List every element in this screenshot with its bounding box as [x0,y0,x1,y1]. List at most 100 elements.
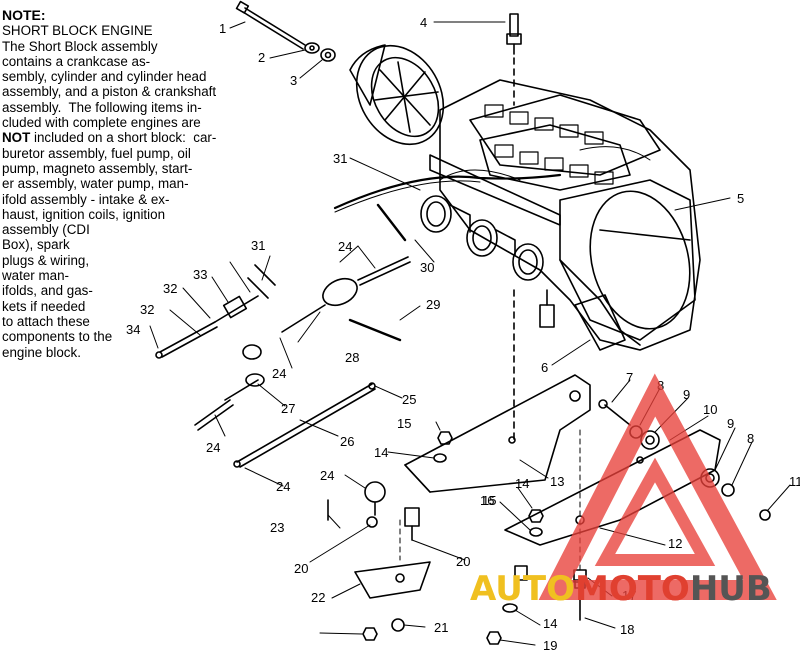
part-24-hose-a [357,256,411,286]
callout-labels: 1234567891098111213141514151617181419202… [126,15,800,653]
note-line: ifold assembly - intake & ex- [2,191,170,207]
callout-24: 24 [206,440,220,455]
part-26-fitting [194,344,265,431]
part-15-washer-b [529,527,543,537]
callout-32: 32 [163,281,177,296]
note-line: The Short Block assembly [2,38,158,54]
part-29-rod [376,203,407,242]
callout-11: 11 [789,474,800,489]
note-line: pump, magneto assembly, start- [2,160,193,176]
callout-23: 23 [270,520,284,535]
callout-15: 15 [482,493,496,508]
watermark-text-hub: HUB [690,569,772,609]
callout-24: 24 [320,468,334,483]
watermark-triangle-inner [594,457,716,566]
callout-9: 9 [727,416,734,431]
part-27-fuel-pump [281,277,358,333]
part-18-washer [502,603,518,613]
part-19-fitting [404,507,420,541]
note-line: er assembly, water pump, man- [2,176,189,192]
callout-1: 1 [219,21,226,36]
callout-24: 24 [272,366,286,381]
callout-25: 25 [402,392,416,407]
note-line: haust, ignition coils, ignition [2,206,166,222]
callout-3: 3 [290,73,297,88]
callout-15: 15 [397,416,411,431]
note-line: Box), spark [2,237,70,253]
callout-20: 20 [294,561,308,576]
note-line: contains a crankcase as- [2,53,151,69]
part-11-nut [759,509,771,521]
part-14-nut-c [486,631,502,645]
callout-14: 14 [374,445,388,460]
callout-2: 2 [258,50,265,65]
callout-27: 27 [281,401,295,416]
part-14-nut-b [528,509,544,523]
callout-29: 29 [426,297,440,312]
callout-8: 8 [747,431,754,446]
callout-21: 21 [434,620,448,635]
callout-10: 10 [703,402,717,417]
part-21-bracket [354,561,431,599]
callout-22: 22 [311,590,325,605]
watermark-text-auto: AUTO [470,569,575,609]
note-line: plugs & wiring, [2,252,90,268]
callout-31: 31 [251,238,265,253]
note-line: cluded with complete engines are [2,115,201,131]
watermark-text-moto: MOTO [575,569,690,609]
part-20-nut-b [391,618,405,632]
part-13-engine-bracket [404,374,591,493]
part-28-strap [348,318,402,342]
callout-20: 20 [456,554,470,569]
note-line: SHORT BLOCK ENGINE [2,23,153,39]
watermark-logo: AUTOMOTOHUB [470,373,777,609]
callout-30: 30 [420,260,434,275]
part-14-nut-a [437,431,453,445]
callout-19: 19 [543,638,557,651]
note-line: engine block. [2,344,81,360]
note-line: water man- [2,268,69,284]
part-7-bolt [598,399,631,426]
note-line: assembly. The following items in- [2,99,202,115]
callout-7: 7 [626,370,633,385]
callout-33: 33 [193,267,207,282]
note-line: assembly (CDI [2,222,90,238]
callout-31: 31 [333,151,347,166]
part-31-hose-lower [214,295,259,323]
engine-block [429,79,701,351]
watermark-text: AUTOMOTOHUB [470,569,772,609]
watermark-triangle [538,373,777,600]
intake-boots [420,195,544,281]
part-2-washer [304,42,320,54]
note-line: NOT included on a short block: car- [2,130,217,146]
electrical-connector [513,289,626,441]
callout-26: 26 [340,434,354,449]
note-line: components to the [2,329,113,345]
callout-28: 28 [345,350,359,365]
part-20-nut-a [366,516,378,528]
callout-9: 9 [683,387,690,402]
note-line: kets if needed [2,298,86,314]
part-23-sensor [364,481,386,516]
part-8-washer-b [721,483,735,497]
note-line: buretor assembly, fuel pump, oil [2,145,191,161]
part-25-long-hose [233,382,376,468]
callout-16: 16 [480,493,494,508]
part-33-fuel-filter [222,295,248,319]
recoil-starter-cover [349,44,445,146]
callout-18: 18 [620,622,634,637]
part-3-nut [320,48,336,62]
callout-5: 5 [737,191,744,206]
part-31-hose-upper [247,264,276,299]
part-4-spark-plug [506,13,522,106]
callout-4: 4 [420,15,427,30]
callout-24: 24 [276,479,290,494]
callout-12: 12 [668,536,682,551]
note-title: NOTE: [2,7,46,23]
part-1-long-bolt [235,0,306,50]
part-34-fuel-line [155,321,218,359]
part-19-fitting-b [514,565,528,581]
